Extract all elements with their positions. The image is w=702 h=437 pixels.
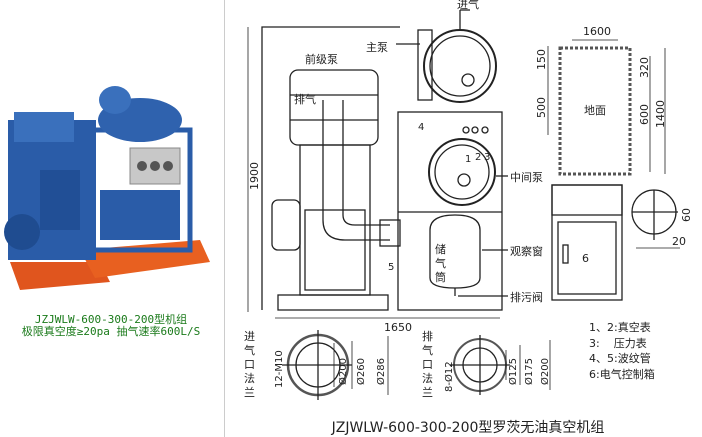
inlet-flange [286, 333, 350, 397]
outlet-flange-d125: Ø125 [507, 358, 519, 385]
inlet-flange-d200: Ø200 [337, 358, 349, 385]
fore-pump [289, 69, 379, 146]
inlet-flange-bolts: 12-M10 [274, 350, 285, 388]
label-fore-pump: 前级泵 [305, 52, 338, 66]
label-drain-valve: 排污阀 [510, 290, 543, 304]
label-num-1: 1 [465, 154, 471, 165]
dim-320: 320 [638, 57, 651, 78]
label-exhaust: 排气 [294, 92, 316, 106]
dim-500: 500 [535, 97, 548, 118]
panel-divider [224, 0, 225, 437]
inlet-flange-d260: Ø260 [355, 358, 367, 385]
legend-item-3: 4、5:波纹管 [589, 351, 651, 365]
inlet-flange-label-2: 气 [244, 343, 255, 357]
label-floor: 地面 [584, 104, 606, 117]
inlet-flange-label-1: 进 [244, 330, 255, 343]
dim-150: 150 [535, 49, 548, 70]
label-control-box-num: 6 [582, 252, 589, 265]
label-num-4: 4 [418, 122, 424, 133]
label-inlet: 进气 [457, 0, 479, 11]
storage-tank [429, 214, 481, 289]
middle-pump [428, 138, 496, 206]
label-tank-3: 筒 [435, 270, 446, 284]
dim-60: 60 [680, 208, 693, 222]
dim-1600: 1600 [583, 25, 611, 38]
outlet-flange-label-5: 兰 [422, 386, 433, 399]
label-main-pump: 主泵 [366, 41, 388, 54]
label-num-5: 5 [388, 262, 394, 273]
outlet-flange [453, 338, 507, 392]
orange-base-left [10, 262, 110, 290]
legend-item-2: 3: 压力表 [589, 336, 647, 350]
dim-1650: 1650 [384, 321, 412, 334]
outlet-flange-bolts: 8-Ø12 [443, 361, 455, 392]
legend-item-4: 6:电气控制箱 [589, 367, 655, 381]
outlet-flange-label-4: 法 [422, 371, 433, 385]
photo-caption-model: JZJWLW-600-300-200型机组 [34, 313, 188, 326]
outlet-flange-d200: Ø200 [539, 358, 551, 385]
anchor-detail [631, 189, 677, 235]
inlet-flange-label-4: 法 [244, 371, 255, 385]
label-observation-window: 观察窗 [510, 244, 543, 258]
motor [271, 199, 301, 251]
floor-plan [558, 46, 632, 176]
diagram-title: JZJWLW-600-300-200型罗茨无油真空机组 [331, 420, 605, 436]
outlet-flange-label-3: 口 [422, 358, 433, 371]
dim-1400: 1400 [654, 100, 667, 128]
inlet-flange-label-3: 口 [244, 358, 255, 371]
dim-1900: 1900 [248, 162, 261, 190]
photo-caption-specs: 极限真空度≥20pa 抽气速率600L/S [21, 325, 201, 338]
main-pump [423, 29, 497, 103]
control-box [551, 184, 623, 301]
label-tank-2: 气 [435, 256, 446, 270]
product-photo-panel: JZJWLW-600-300-200型机组 极限真空度≥20pa 抽气速率600… [0, 0, 222, 437]
outlet-flange-d175: Ø175 [523, 358, 535, 385]
product-photo [0, 0, 222, 310]
outlet-flange-label-1: 排 [422, 329, 433, 343]
label-num-3: 3 [484, 152, 490, 163]
outlet-flange-label-2: 气 [422, 343, 433, 357]
dim-600: 600 [638, 104, 651, 125]
label-num-2: 2 [475, 152, 481, 163]
label-middle-pump: 中间泵 [510, 171, 543, 184]
dim-20: 20 [672, 235, 686, 248]
label-tank-1: 储 [435, 242, 446, 256]
inlet-flange-label-5: 兰 [244, 386, 255, 399]
legend-item-1: 1、2:真空表 [589, 320, 651, 334]
pump-cabinet [397, 111, 503, 311]
inlet-flange-d286: Ø286 [375, 358, 387, 385]
